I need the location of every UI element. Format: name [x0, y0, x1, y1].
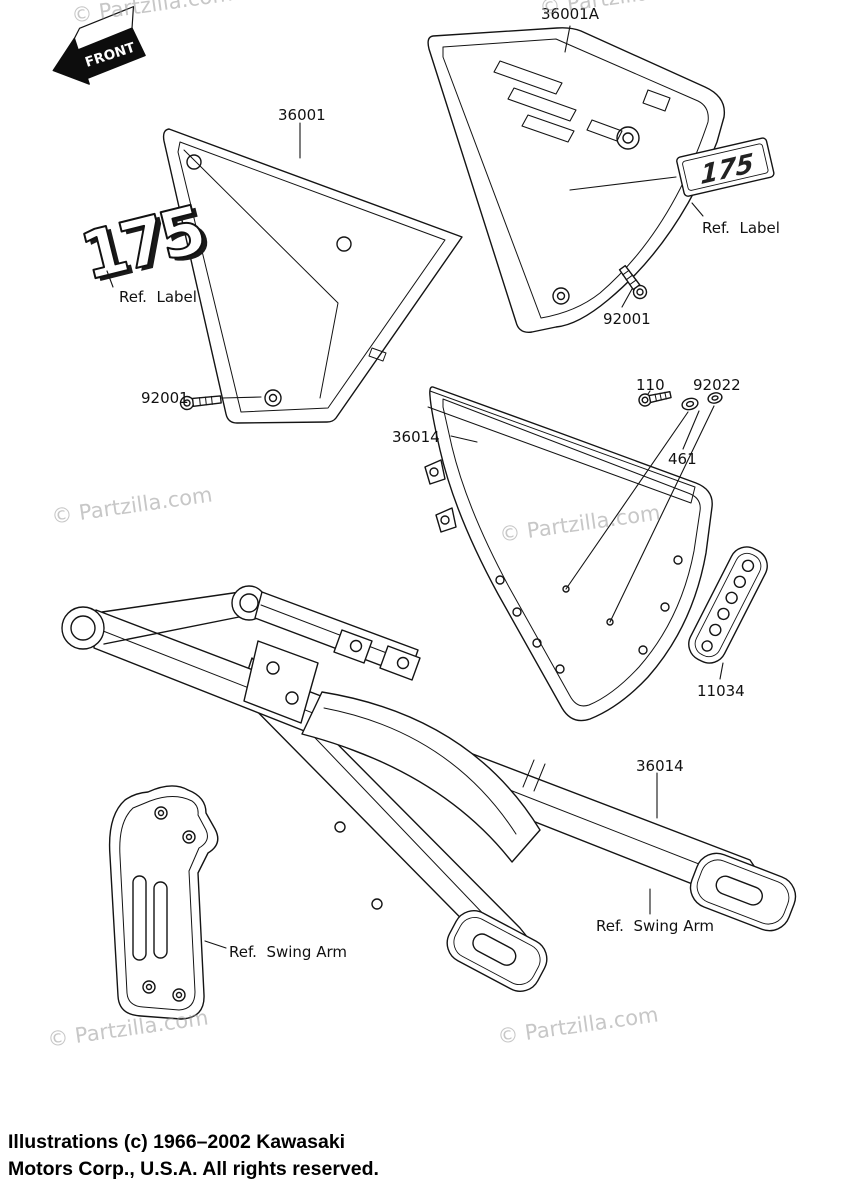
callout-92001-right: 92001	[603, 310, 651, 328]
bolt-92001-right-icon	[618, 264, 648, 300]
chain-guard	[108, 785, 219, 1020]
washers-92022-icon	[681, 392, 723, 411]
callout-36014-lower: 36014	[636, 757, 684, 775]
callout-ref-label-left: Ref. Label	[119, 288, 197, 306]
leader-lines	[106, 25, 724, 949]
chain-case-36014	[424, 386, 713, 722]
callout-92022: 92022	[693, 376, 741, 394]
left-side-cover	[162, 128, 463, 424]
emblem-175-right: 175	[676, 137, 775, 197]
copyright-line-1: Illustrations (c) 1966–2002 Kawasaki	[8, 1131, 346, 1153]
callout-461: 461	[668, 450, 697, 468]
bolt-110-icon	[638, 390, 672, 407]
svg-text:175: 175	[73, 191, 210, 295]
callout-ref-swing-arm-left: Ref. Swing Arm	[229, 943, 348, 961]
front-arrow-icon: FRONT	[52, 6, 146, 85]
bracket-11034	[688, 546, 768, 664]
bolt-92001-left-icon	[179, 395, 222, 411]
callout-11034: 11034	[697, 682, 745, 700]
callout-92001-left: 92001	[141, 389, 189, 407]
callout-36001A: 36001A	[541, 5, 599, 23]
callout-110: 110	[636, 376, 665, 394]
callout-ref-swing-arm-right: Ref. Swing Arm	[596, 917, 715, 935]
callout-ref-label-right: Ref. Label	[702, 219, 780, 237]
copyright-line-2: Motors Corp., U.S.A. All rights reserved…	[8, 1158, 379, 1180]
swing-arm	[61, 585, 797, 992]
emblem-175-left: 175 175	[72, 190, 215, 298]
right-side-cover	[427, 27, 726, 333]
callout-36001: 36001	[278, 106, 326, 124]
callout-36014-upper: 36014	[392, 428, 440, 446]
